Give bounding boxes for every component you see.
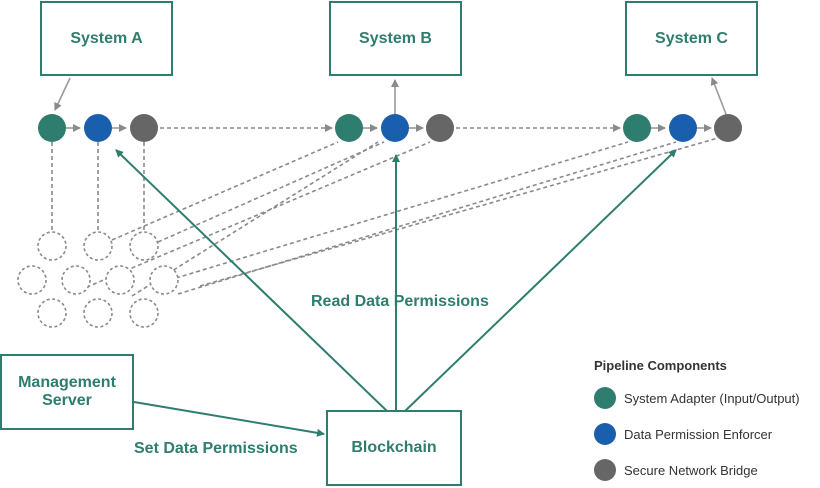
blockchain-to-enforcer-a-arrow [115, 149, 389, 413]
system-a-box: System A [40, 1, 173, 76]
pipeline-system-a [38, 114, 158, 142]
dashed-node-cluster [17, 231, 179, 328]
fan-line [175, 141, 629, 279]
fan-line [111, 141, 339, 241]
cluster-drops [51, 142, 145, 230]
blockchain-to-enforcer-c-arrow [403, 149, 677, 413]
dashed-node [17, 265, 47, 295]
fan-line [199, 137, 719, 287]
blockchain-box: Blockchain [326, 410, 462, 486]
cluster-fan-lines [79, 137, 719, 297]
fan-line [131, 141, 379, 297]
fan-line [157, 141, 385, 243]
system-a-to-adapter-arrow [54, 77, 71, 111]
dashed-node [105, 265, 135, 295]
legend: Pipeline Components System Adapter (Inpu… [594, 358, 820, 488]
legend-item-enforcer: Data Permission Enforcer [594, 423, 820, 445]
legend-title: Pipeline Components [594, 358, 727, 373]
dashed-node [37, 298, 67, 328]
pipeline-system-c [623, 114, 742, 142]
network-bridge-node [130, 114, 158, 142]
legend-item-adapter: System Adapter (Input/Output) [594, 387, 820, 409]
management-to-blockchain-arrow [133, 401, 325, 437]
legend-label: Secure Network Bridge [624, 462, 758, 478]
dashed-node [129, 298, 159, 328]
system-c-box: System C [625, 1, 758, 76]
permission-arrows [115, 149, 677, 437]
permission-enforcer-node [669, 114, 697, 142]
bridge-to-system-c-arrow [710, 77, 727, 115]
dashed-node [149, 265, 179, 295]
dashed-node [129, 231, 159, 261]
enforcer-dot-icon [594, 423, 616, 445]
legend-item-bridge: Secure Network Bridge [594, 459, 820, 481]
legend-label: System Adapter (Input/Output) [624, 390, 800, 406]
dashed-node [83, 231, 113, 261]
fan-line [79, 141, 431, 291]
dashed-node [83, 298, 113, 328]
system-adapter-node [623, 114, 651, 142]
permission-enforcer-node [381, 114, 409, 142]
pipeline-system-b [335, 114, 454, 142]
read-permissions-label: Read Data Permissions [311, 293, 489, 310]
system-adapter-node [38, 114, 66, 142]
management-server-box: Management Server [0, 354, 134, 430]
dashed-node [61, 265, 91, 295]
set-permissions-label: Set Data Permissions [134, 440, 298, 457]
network-bridge-node [714, 114, 742, 142]
network-bridge-node [426, 114, 454, 142]
bridge-dot-icon [594, 459, 616, 481]
system-adapter-node [335, 114, 363, 142]
adapter-dot-icon [594, 387, 616, 409]
system-b-box: System B [329, 1, 462, 76]
permission-enforcer-node [84, 114, 112, 142]
system-connectors [54, 77, 727, 115]
fan-line [177, 141, 677, 295]
legend-label: Data Permission Enforcer [624, 426, 773, 442]
dashed-node [37, 231, 67, 261]
